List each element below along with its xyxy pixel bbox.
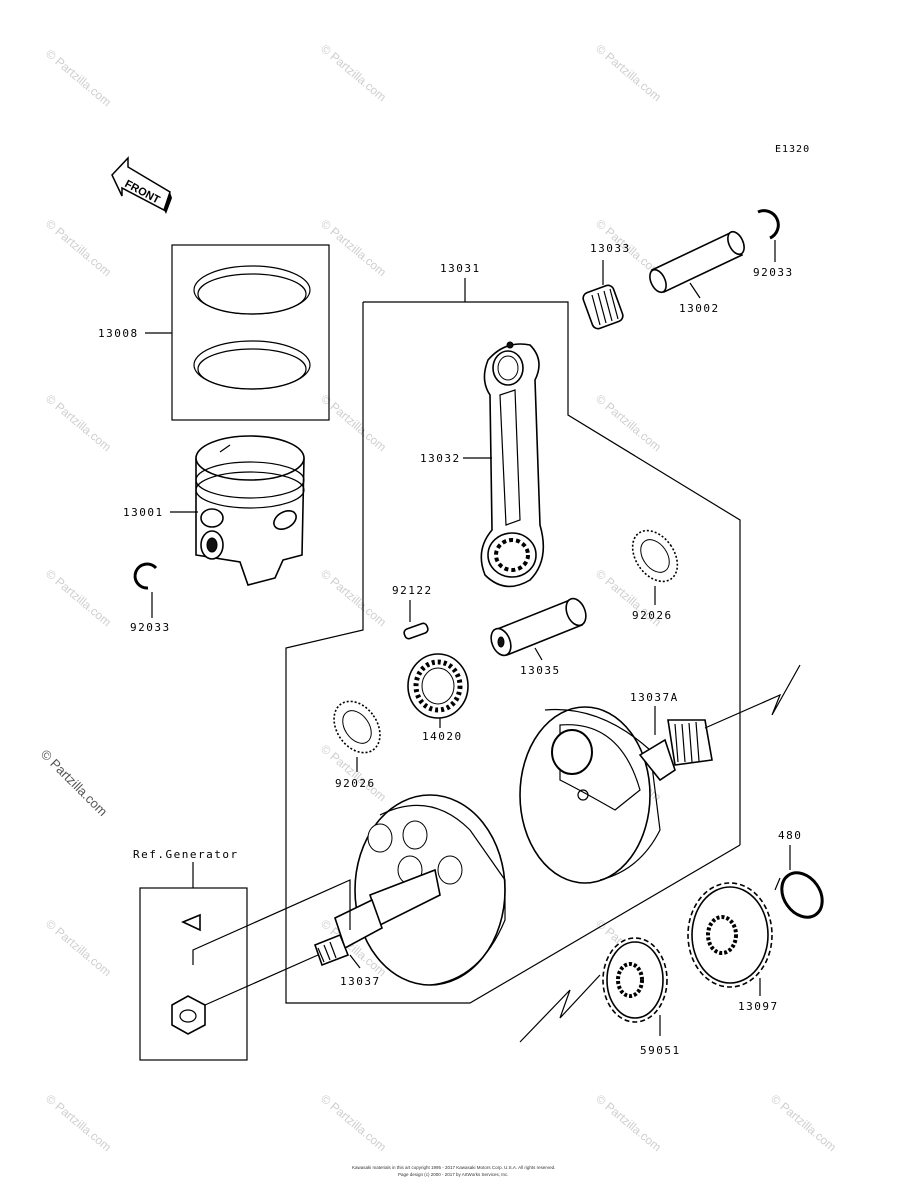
part-label-92122[interactable]: 92122 — [392, 584, 433, 597]
part-label-13035[interactable]: 13035 — [520, 664, 561, 677]
circlip-480 — [774, 871, 824, 919]
watermark: © Partzilla.com — [43, 567, 114, 630]
watermark: © Partzilla.com — [43, 392, 114, 455]
part-label-92033-left[interactable]: 92033 — [130, 621, 171, 634]
thrust-washer-left — [333, 700, 381, 754]
thrust-washer-right — [631, 529, 679, 583]
piston-rings — [193, 265, 311, 390]
ref-generator-label[interactable]: Ref.Generator — [133, 848, 239, 861]
watermark: © Partzilla.com — [768, 1092, 839, 1155]
part-label-92026-right[interactable]: 92026 — [632, 609, 673, 622]
watermark: © Partzilla.com — [43, 1092, 114, 1155]
part-label-13097[interactable]: 13097 — [738, 1000, 779, 1013]
piston-ring-box — [171, 244, 330, 421]
part-label-13037A[interactable]: 13037A — [630, 691, 679, 704]
watermark: © Partzilla.com — [43, 217, 114, 280]
crank-axis-lower — [519, 974, 601, 1043]
part-label-13037[interactable]: 13037 — [340, 975, 381, 988]
needle-bearing — [407, 653, 469, 719]
connecting-rod — [480, 341, 545, 588]
part-label-13031[interactable]: 13031 — [440, 262, 481, 275]
watermark: © Partzilla.com — [593, 392, 664, 455]
part-label-92026-left[interactable]: 92026 — [335, 777, 376, 790]
part-label-92033-right[interactable]: 92033 — [753, 266, 794, 279]
copyright-line1: Kawasaki materials in this art copyright… — [352, 1165, 555, 1170]
circlip-left — [133, 562, 158, 590]
piston — [195, 435, 305, 586]
copyright-line2: Page design (c) 2000 - 2017 by ArtWorks … — [398, 1172, 508, 1177]
part-label-13008[interactable]: 13008 — [98, 327, 139, 340]
small-end-bearing — [582, 284, 624, 330]
watermark: © Partzilla.com — [593, 1092, 664, 1155]
crank-axis-upper — [704, 664, 801, 729]
crank-half-left — [313, 794, 506, 986]
generator-lead-upper — [192, 879, 351, 965]
watermark: © Partzilla.com — [318, 42, 389, 105]
piston-pin — [649, 230, 745, 294]
watermark: © Partzilla.com — [43, 47, 114, 110]
part-label-13002[interactable]: 13002 — [679, 302, 720, 315]
woodruff-key — [181, 913, 201, 932]
watermark: © Partzilla.com — [318, 1092, 389, 1155]
part-label-13033[interactable]: 13033 — [590, 242, 631, 255]
diagram-code: E1320 — [775, 144, 810, 155]
crank-half-right — [519, 706, 713, 884]
front-arrow-icon: FRONT — [111, 156, 172, 214]
nut — [171, 995, 206, 1035]
watermark: © Partzilla.com — [318, 567, 389, 630]
part-label-13001[interactable]: 13001 — [123, 506, 164, 519]
gear-59051 — [602, 937, 668, 1023]
watermark: © Partzilla.com — [43, 917, 114, 980]
circlip-right — [757, 209, 780, 240]
part-label-480[interactable]: 480 — [778, 829, 802, 842]
part-label-13032[interactable]: 13032 — [420, 452, 461, 465]
partzilla-watermark: © Partzilla.com — [38, 747, 111, 820]
watermark: © Partzilla.com — [318, 742, 389, 805]
part-label-14020[interactable]: 14020 — [422, 730, 463, 743]
part-label-59051[interactable]: 59051 — [640, 1044, 681, 1057]
assembly-outline — [363, 301, 741, 845]
watermark: © Partzilla.com — [593, 42, 664, 105]
pin-92122 — [403, 622, 429, 640]
gear-13097 — [687, 882, 773, 988]
crank-pin — [490, 597, 587, 657]
ref-generator-box — [139, 887, 248, 1061]
generator-lead-lower — [204, 954, 319, 1006]
